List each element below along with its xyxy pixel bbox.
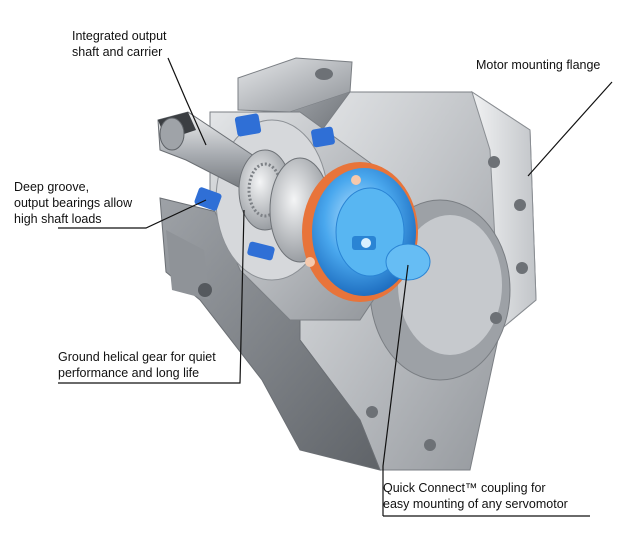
callout-helical-gear: Ground helical gear for quiet performanc… [58,349,216,381]
leader-motor-flange [527,81,613,177]
leader-output-shaft [167,57,207,146]
flange-bolt-hole [424,439,436,451]
leader-helical-gear [58,209,245,384]
flange-bolt-hole [366,406,378,418]
callout-bearings-line-1: Deep groove, [14,180,90,194]
callout-bearings: Deep groove, output bearings allow high … [14,179,132,227]
callout-bearings-line-3: high shaft loads [14,212,102,226]
callout-coupling-line-2: easy mounting of any servomotor [383,497,568,511]
callout-bearings-line-2: output bearings allow [14,196,133,210]
quick-connect-coupling [302,162,431,302]
leader-coupling [382,264,409,516]
callout-output-shaft-line-1: Integrated output [72,29,167,43]
callout-helical-gear-line-1: Ground helical gear for quiet [58,350,216,364]
callout-coupling-line-1: Quick Connect™ coupling for [383,481,546,495]
flange-bolt-hole [488,156,500,168]
flange-bolt-hole [514,199,526,211]
callout-coupling: Quick Connect™ coupling for easy mountin… [383,480,568,512]
callout-motor-flange-line-1: Motor mounting flange [476,58,601,72]
lower-bolt-hole [198,283,212,297]
callout-helical-gear-line-2: performance and long life [58,366,200,380]
leader-bearings [58,199,207,229]
callout-output-shaft: Integrated output shaft and carrier [72,28,167,60]
callout-motor-flange: Motor mounting flange [476,57,600,73]
flange-bolt-hole [516,262,528,274]
output-bearings [194,113,335,261]
top-bolt-hole [315,68,333,80]
flange-bolt-hole [490,312,502,324]
leader-lines [58,57,613,517]
callout-output-shaft-line-2: shaft and carrier [72,45,163,59]
output-shaft [157,111,261,197]
